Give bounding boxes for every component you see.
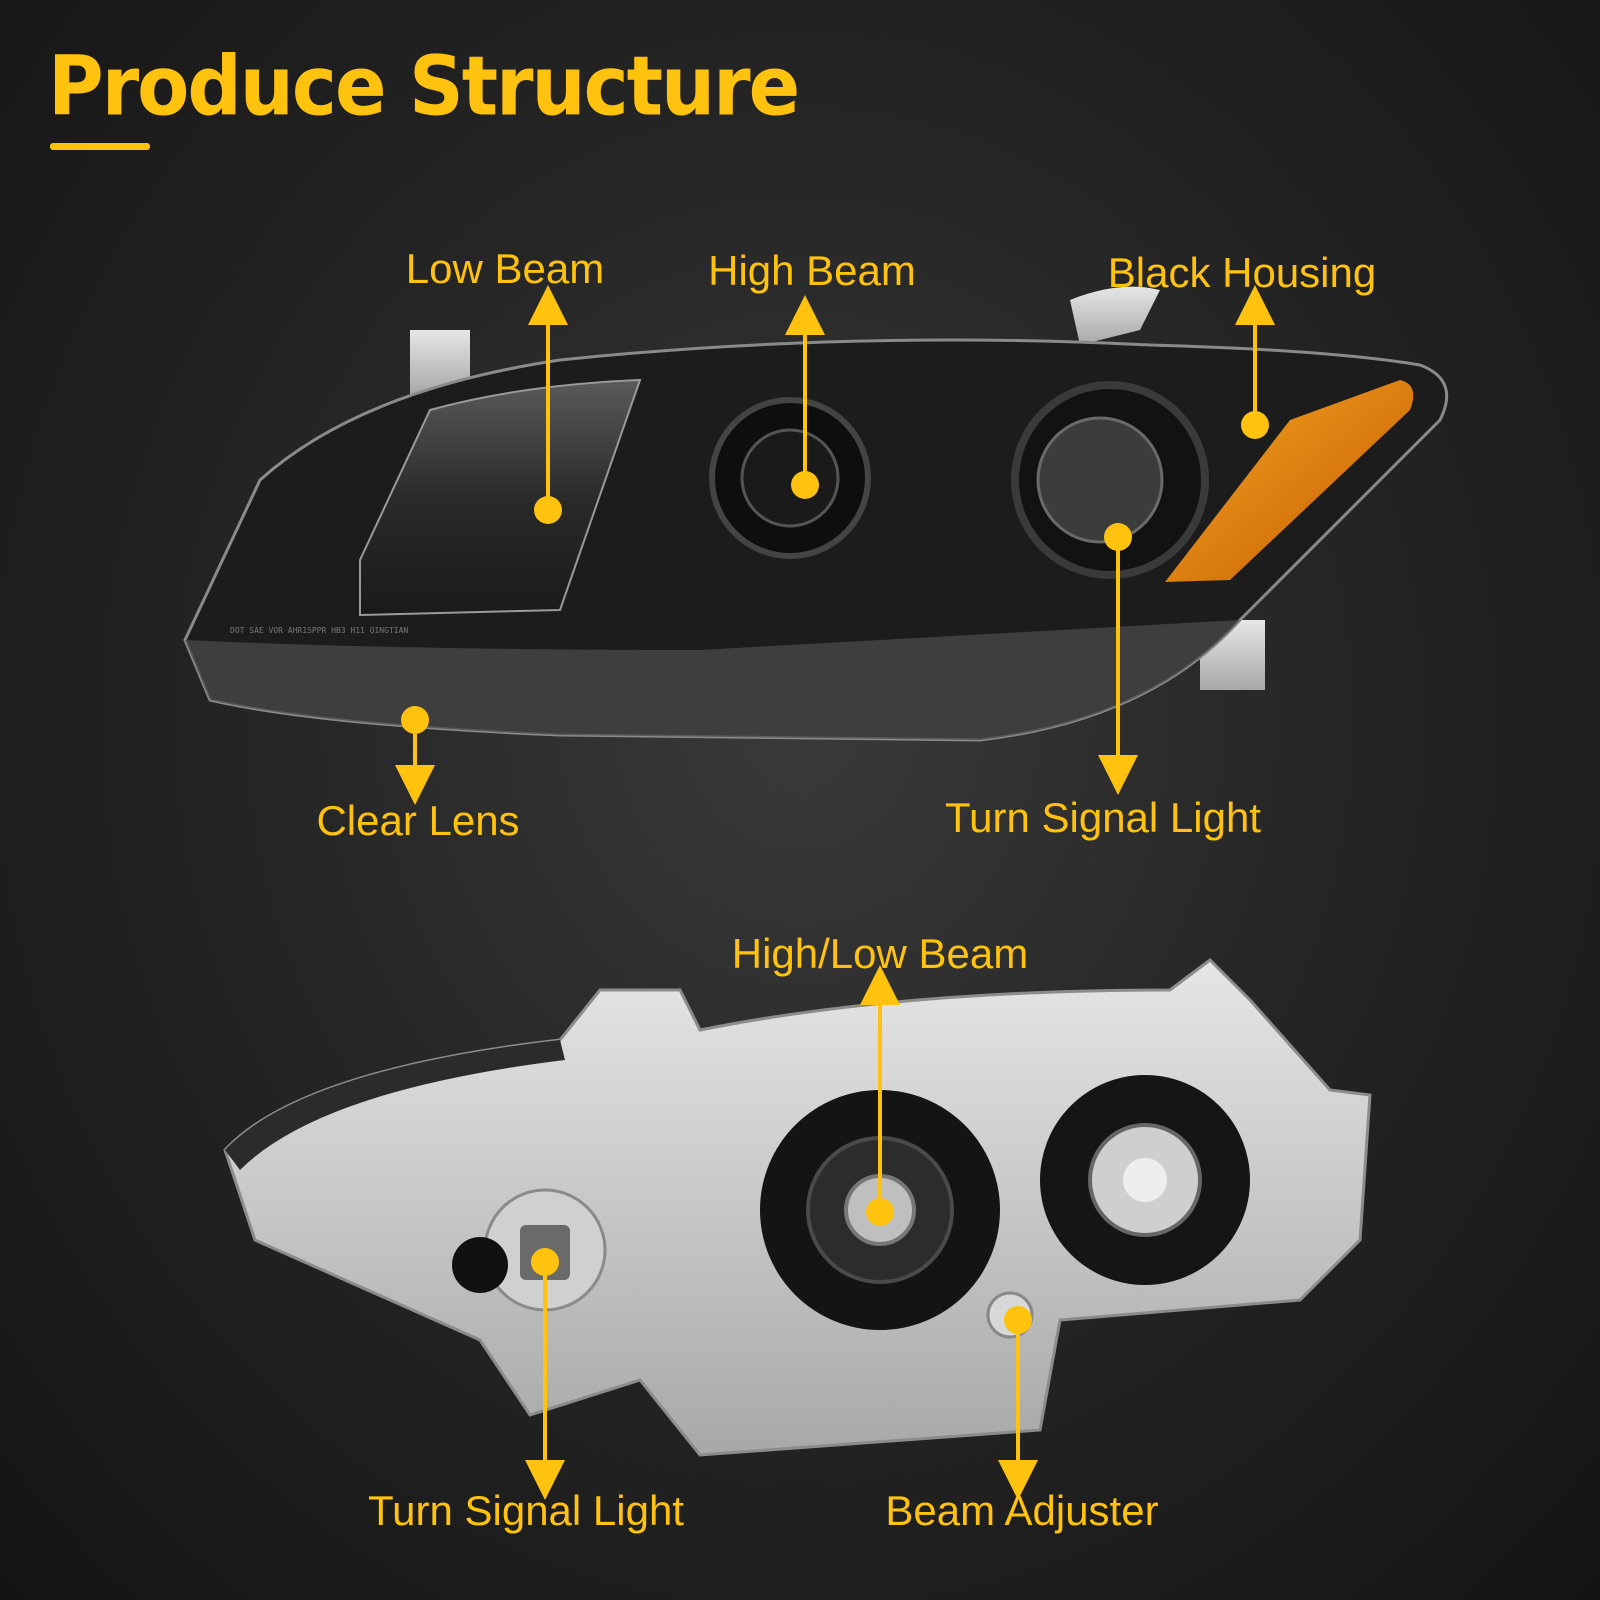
low-beam-dot [534,496,562,524]
lens-marking: DOT SAE VOR AHR1SPPR HB3 H11 QINGTIAN [230,626,408,635]
high-low-beam-label: High/Low Beam [731,930,1029,977]
back-headlight [223,958,1372,1457]
mounting-tab [1070,286,1160,345]
high-beam-dot [791,471,819,499]
black-housing-label: Black Housing [1107,249,1377,296]
clear-lens-label: Clear Lens [316,797,520,844]
turn-signal-label-back: Turn Signal Light [368,1487,684,1534]
back-callouts [525,965,1038,1500]
turn-signal-dot-front [1104,523,1132,551]
low-beam-label: Low Beam [405,245,605,292]
beam-adjuster-dot [1004,1306,1032,1334]
turn-signal-label-front: Turn Signal Light [945,794,1261,841]
clear-lens-strip [185,620,1240,740]
connector [452,1237,508,1293]
clear-lens-dot [401,706,429,734]
mounting-tab [410,330,470,395]
low-beam-reflector [359,378,642,617]
front-callouts [395,285,1275,805]
beam-adjuster-label: Beam Adjuster [885,1487,1159,1534]
front-headlight: DOT SAE VOR AHR1SPPR HB3 H11 QINGTIAN [183,286,1449,742]
high-low-beam-dot [866,1198,894,1226]
title-underline [50,143,150,150]
black-housing-dot [1241,411,1269,439]
amber-side-marker [1165,380,1414,582]
page-title: Produce Structure [48,38,800,135]
high-beam-label: High Beam [708,247,916,294]
turn-signal-dot-back [531,1248,559,1276]
